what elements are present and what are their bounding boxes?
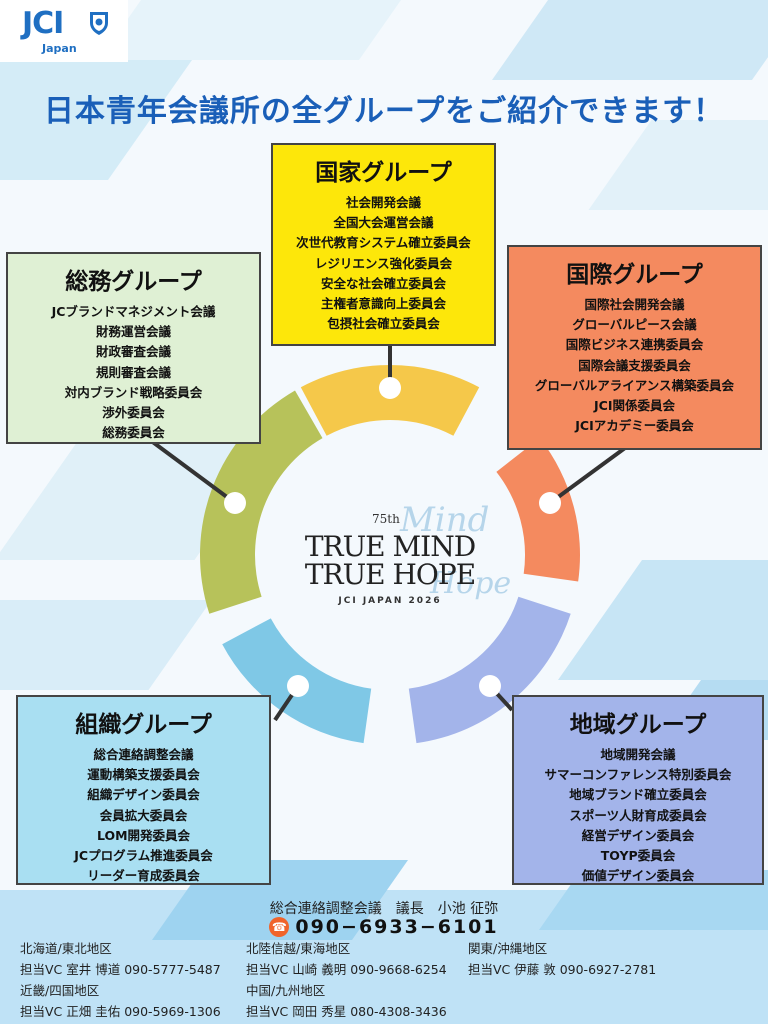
group-item: TOYP委員会 [600,848,676,864]
group-item: 総務委員会 [102,425,165,441]
brand-name: JCI [22,6,64,41]
group-item: 包摂社会確立委員会 [327,316,440,332]
group-item: JCIアカデミー委員会 [575,418,694,434]
group-item: 地域ブランド確立委員会 [569,787,707,803]
region-contact: 担当VC 山崎 義明 090-9668-6254 [246,962,447,977]
region-contact: 担当VC 岡田 秀星 080-4308-3436 [246,1004,447,1019]
connector-somu [148,438,237,505]
region-contact: 担当VC 室井 博道 090-5777-5487 [20,962,221,977]
group-item: 地域開発会議 [600,747,676,762]
group-item: 国際ビジネス連携委員会 [565,337,704,353]
region-contact: 担当VC 伊藤 敦 090-6927-2781 [468,962,657,977]
brand-logo: JCI Japan [0,0,128,62]
node-kokusai [539,492,561,514]
group-item: 財政審査会議 [95,344,171,360]
group-card-kokka: 国家グループ 社会開発会議 全国大会運営会議 次世代教育システム確立委員会 レジ… [271,143,496,346]
group-card-kokusai: 国際グループ 国際社会開発会議 グローバルピース会議 国際ビジネス連携委員会 国… [507,245,762,450]
footer-title: 総合連絡調整会議 議長 小池 征弥 [269,901,499,917]
group-item: 国際社会開発会議 [584,297,685,312]
connector-kokusai [548,446,627,505]
group-item: グローバルピース会議 [572,317,697,333]
group-item: JCプログラム推進委員会 [74,848,213,864]
group-item: 総合連絡調整会議 [93,747,194,762]
footer-phone[interactable]: ☎090−6933−6101 [0,916,768,938]
node-soshiki [287,675,309,697]
region-block-3: 関東/沖縄地区 担当VC 伊藤 敦 090-6927-2781 [468,938,656,980]
group-item: スポーツ人財育成委員会 [569,807,707,823]
group-item: 財務運営会議 [95,324,171,340]
region-area: 近畿/四国地区 [20,983,100,998]
group-item: リーダー育成委員会 [87,868,200,884]
group-item: 経営デザイン委員会 [581,827,695,843]
node-kokka [379,377,401,399]
phone-icon: ☎ [269,917,290,937]
group-item: 安全な社会確立委員会 [320,275,446,291]
group-item: 会員拡大委員会 [99,807,188,823]
group-item: 価値デザイン委員会 [581,868,695,884]
center-script-hope: Hope [430,566,512,601]
page-title: 日本青年会議所の全グループをご紹介できます！ [43,94,725,129]
region-block-2: 北陸信越/東海地区 担当VC 山崎 義明 090-9668-6254 中国/九州… [246,938,447,1022]
group-item: 運動構築支援委員会 [87,767,200,783]
center-org: JCI JAPAN 2026 [338,596,442,606]
node-chiiki [479,675,501,697]
group-item: 主権者意識向上委員会 [320,296,446,312]
center-line1: TRUE MIND [304,530,476,563]
group-card-somu: 総務グループ JCブランドマネジメント会議 財務運営会議 財政審査会議 規則審査… [6,252,261,444]
group-title-chiiki: 地域グループ [569,712,707,738]
region-block-1: 北海道/東北地区 担当VC 室井 博道 090-5777-5487 近畿/四国地… [20,938,221,1022]
group-title-kokusai: 国際グループ [566,262,703,288]
center-script-mind: Mind [400,500,490,540]
ring-segment-kokusai [496,438,580,582]
group-item: 組織デザイン委員会 [87,787,200,803]
ring-segment-chiiki [408,596,571,744]
group-card-soshiki: 組織グループ 総合連絡調整会議 運動構築支援委員会 組織デザイン委員会 会員拡大… [16,695,271,885]
group-item: 対内ブランド戦略委員会 [64,384,203,400]
group-title-soshiki: 組織グループ [75,712,212,738]
group-title-somu: 総務グループ [65,269,202,295]
region-area: 北陸信越/東海地区 [246,941,351,956]
region-area: 北海道/東北地区 [20,941,112,956]
center-anniversary: 75th [372,512,400,526]
group-item: JCI関係委員会 [594,398,675,414]
group-item: 渉外委員会 [102,405,165,421]
group-item: グローバルアライアンス構築委員会 [534,377,735,393]
node-somu [224,492,246,514]
group-item: サマーコンファレンス特別委員会 [544,767,732,783]
group-item: 規則審査会議 [95,364,171,380]
ring-segment-kokka [300,365,480,436]
footer-phone-number: 090−6933−6101 [295,916,499,938]
group-item: 国際会議支援委員会 [578,357,691,373]
region-area: 関東/沖縄地区 [468,941,548,956]
group-title-kokka: 国家グループ [315,160,452,186]
group-item: 全国大会運営会議 [333,215,434,231]
brand-sub: Japan [42,42,77,55]
center-line2: TRUE HOPE [304,558,476,591]
jci-emblem-icon [90,12,108,35]
region-contact: 担当VC 正畑 圭佑 090-5969-1306 [20,1004,221,1019]
group-item: 社会開発会議 [345,195,421,210]
group-item: LOM開発委員会 [96,827,191,843]
center-logo: Mind Hope 75th TRUE MIND TRUE HOPE JCI J… [280,500,511,630]
ring-segment-somu [200,390,323,614]
group-card-chiiki: 地域グループ 地域開発会議 サマーコンファレンス特別委員会 地域ブランド確立委員… [512,695,764,885]
group-item: 次世代教育システム確立委員会 [296,235,471,251]
group-item: JCブランドマネジメント会議 [51,304,216,319]
group-item: レジリエンス強化委員会 [314,255,453,271]
region-area: 中国/九州地区 [246,983,326,998]
